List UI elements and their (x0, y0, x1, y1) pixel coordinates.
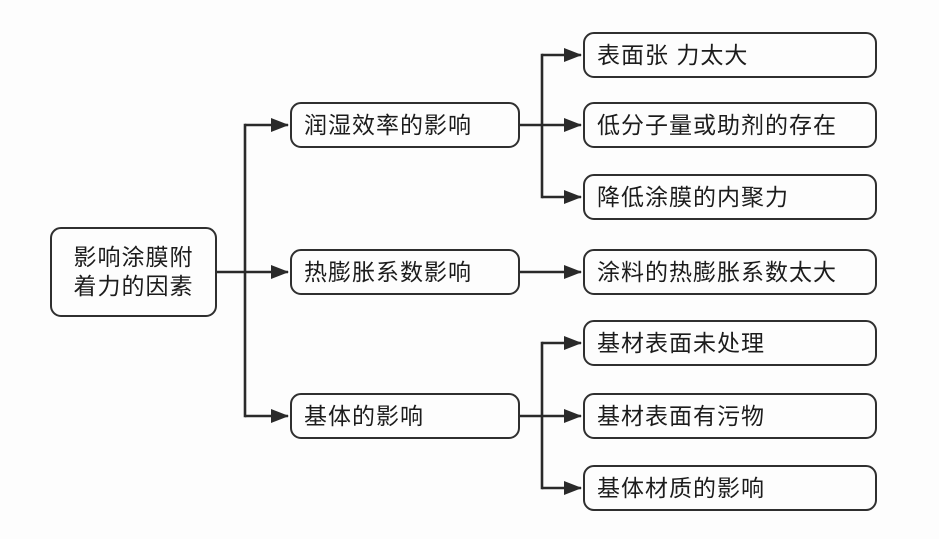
node-leaf-substrate-material: 基体材质的影响 (583, 465, 877, 511)
node-branch-substrate: 基体的影响 (290, 393, 520, 439)
node-leaf-label: 低分子量或助剂的存在 (597, 111, 837, 138)
node-leaf-label: 基材表面未处理 (597, 329, 765, 356)
node-leaf-label: 表面张 力太大 (597, 41, 749, 68)
node-leaf-surface-contaminated: 基材表面有污物 (583, 393, 877, 439)
node-branch-label: 基体的影响 (304, 402, 424, 429)
node-root-label: 影响涂膜附着力的因素 (73, 244, 194, 299)
node-leaf-label: 降低涂膜的内聚力 (597, 183, 789, 210)
node-leaf-label: 基体材质的影响 (597, 474, 765, 501)
node-branch-thermal-expansion: 热膨胀系数影响 (290, 249, 520, 295)
node-leaf-film-cohesion: 降低涂膜的内聚力 (583, 174, 877, 220)
node-branch-label: 润湿效率的影响 (304, 111, 472, 138)
node-leaf-surface-untreated: 基材表面未处理 (583, 320, 877, 366)
node-branch-wetting-efficiency: 润湿效率的影响 (290, 102, 520, 148)
branch3-connector-group (520, 336, 582, 495)
root-connector-group (217, 118, 289, 423)
node-leaf-coating-expansion-too-large: 涂料的热膨胀系数太大 (583, 249, 877, 295)
node-leaf-label: 基材表面有污物 (597, 402, 765, 429)
node-leaf-surface-tension: 表面张 力太大 (583, 32, 877, 78)
node-leaf-label: 涂料的热膨胀系数太大 (597, 258, 837, 285)
node-root: 影响涂膜附着力的因素 (50, 227, 217, 317)
node-branch-label: 热膨胀系数影响 (304, 258, 472, 285)
node-leaf-low-molecular-weight: 低分子量或助剂的存在 (583, 102, 877, 148)
branch1-connector-group (520, 48, 582, 204)
